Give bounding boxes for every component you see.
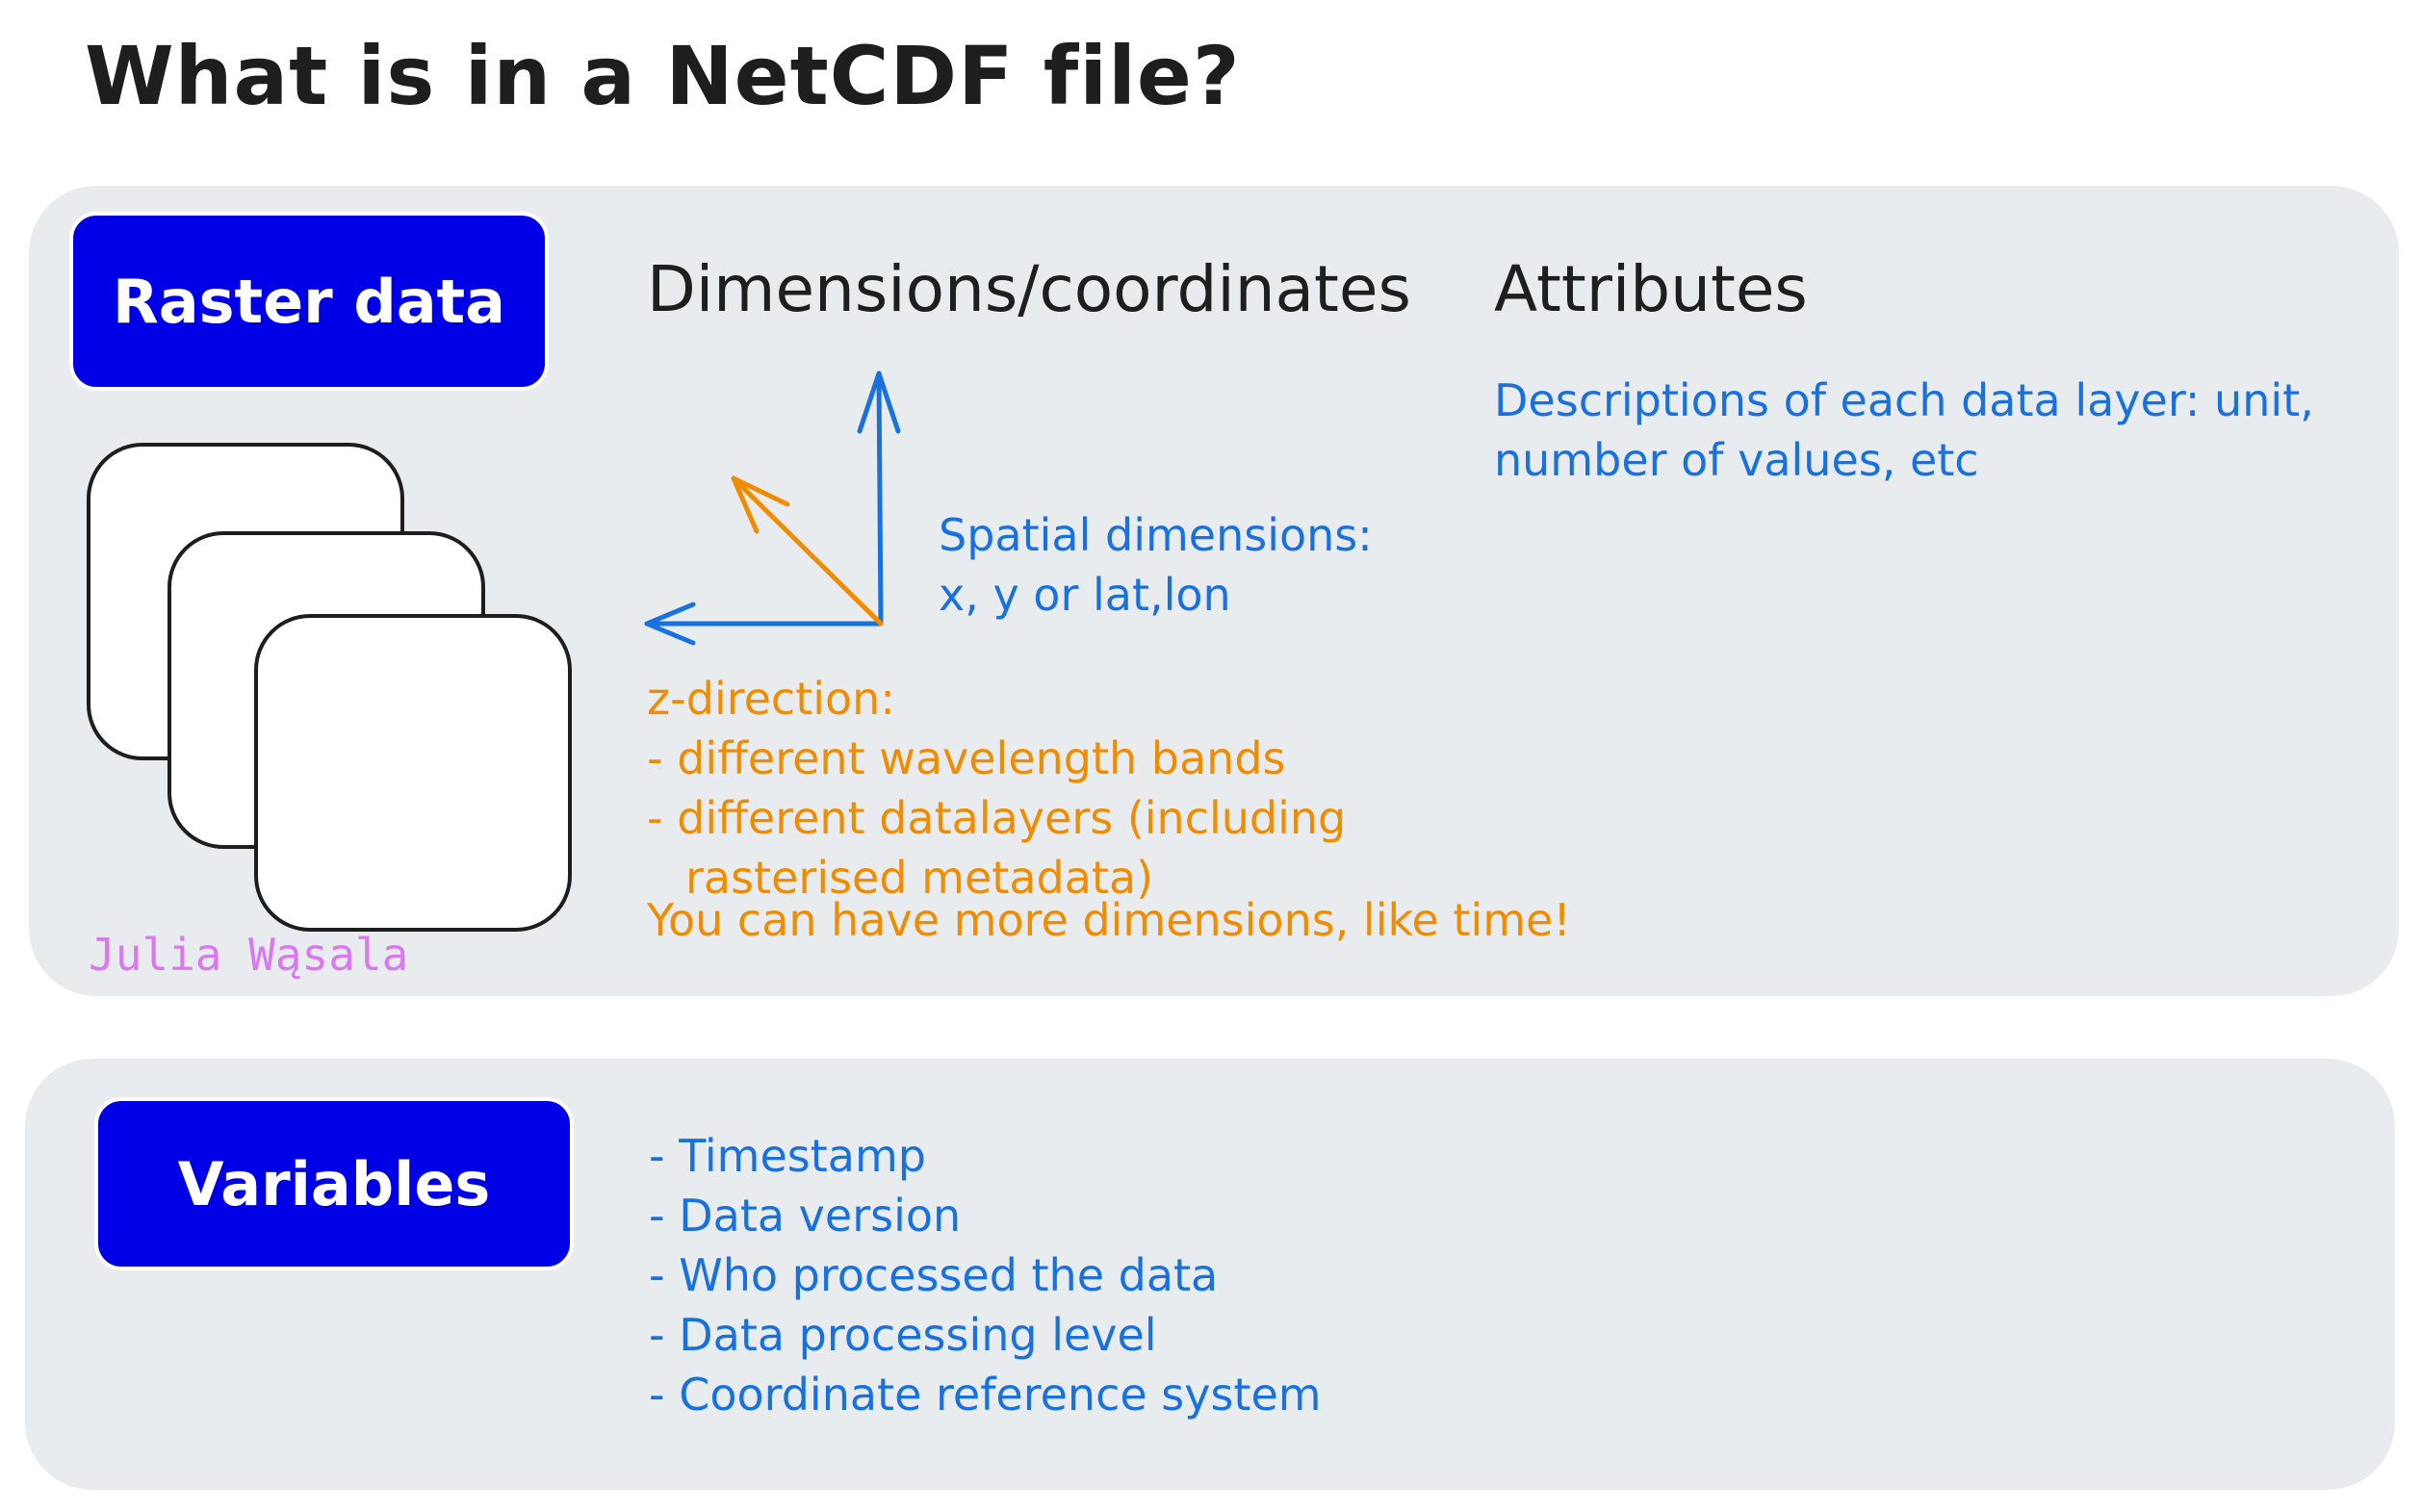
attributes-description-line: Descriptions of each data layer: unit,: [1494, 374, 2314, 426]
list-item: - Who processed the data: [649, 1249, 1219, 1301]
y-axis-arrow-icon: [857, 371, 901, 627]
attributes-heading: Attributes: [1494, 252, 1808, 326]
raster-layer-front: [254, 614, 572, 932]
author-signature: Julia Wąsala: [89, 929, 409, 981]
more-dimensions-note: You can have more dimensions, like time!: [647, 894, 1571, 946]
variables-label: Variables: [94, 1097, 574, 1270]
z-direction-item: - different datalayers (including: [647, 792, 1347, 844]
list-item: - Data version: [649, 1190, 962, 1242]
x-axis-arrow-icon: [644, 602, 884, 646]
page-title: What is in a NetCDF file?: [85, 29, 1241, 123]
raster-data-label: Raster data: [69, 212, 549, 391]
raster-layers-icon: [87, 443, 572, 932]
list-item: - Coordinate reference system: [649, 1369, 1322, 1421]
list-item: - Timestamp: [649, 1130, 926, 1182]
z-direction-note: z-direction: - different wavelength band…: [647, 669, 1346, 908]
spatial-dimensions-line: x, y or lat,lon: [939, 569, 1231, 621]
list-item: - Data processing level: [649, 1309, 1157, 1361]
z-direction-header: z-direction:: [647, 673, 895, 725]
z-direction-item: - different wavelength bands: [647, 732, 1286, 784]
variables-list: - Timestamp - Data version - Who process…: [649, 1126, 1322, 1424]
spatial-dimensions-line: Spatial dimensions:: [939, 509, 1373, 561]
spatial-dimensions-note: Spatial dimensions: x, y or lat,lon: [939, 505, 1373, 625]
z-direction-item: rasterised metadata): [685, 852, 1154, 904]
dimensions-heading: Dimensions/coordinates: [647, 252, 1411, 326]
attributes-description: Descriptions of each data layer: unit, n…: [1494, 371, 2314, 490]
attributes-description-line: number of values, etc: [1494, 434, 1979, 486]
z-axis-arrow-icon: [731, 475, 884, 627]
